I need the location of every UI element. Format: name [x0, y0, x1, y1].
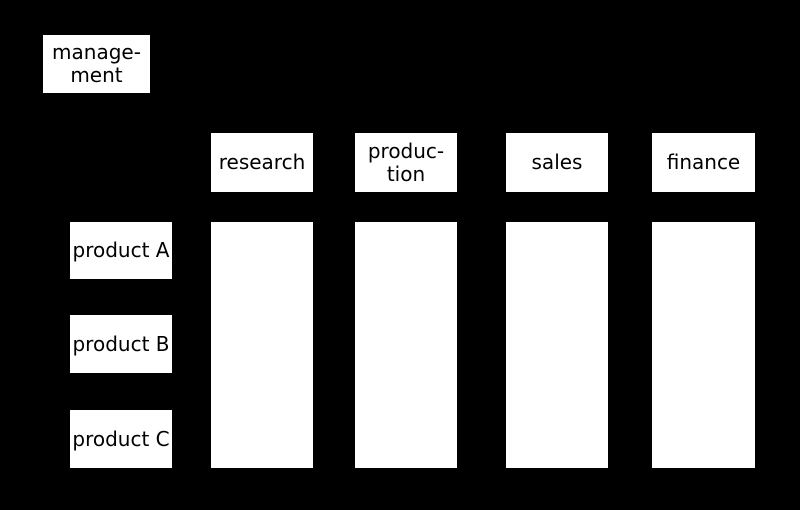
department-label-research: research: [218, 150, 306, 174]
column-sales: [506, 222, 608, 468]
department-box-finance: finance: [652, 133, 755, 192]
column-finance: [652, 222, 755, 468]
product-box-a: product A: [70, 222, 172, 279]
product-label-b: product B: [72, 331, 170, 356]
column-production: [355, 222, 457, 468]
product-label-a: product A: [72, 238, 170, 262]
column-research: [211, 222, 313, 468]
management-box: manage- ment: [43, 35, 150, 93]
department-box-research: research: [211, 133, 313, 192]
product-box-b: product B: [70, 315, 172, 373]
department-box-sales: sales: [506, 133, 608, 192]
product-label-c: product C: [72, 426, 170, 451]
department-box-production: produc- tion: [355, 133, 457, 192]
product-box-c: product C: [70, 410, 172, 468]
department-label-finance: finance: [666, 150, 741, 174]
management-label: manage- ment: [52, 40, 141, 87]
department-label-production: produc- tion: [367, 138, 445, 186]
department-label-sales: sales: [531, 150, 583, 174]
